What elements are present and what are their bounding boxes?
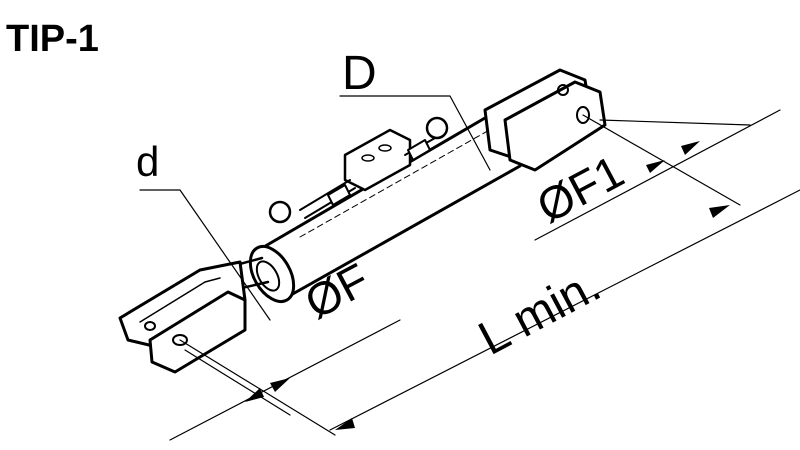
label-rod-diameter: d — [136, 138, 160, 185]
valve-assembly — [268, 116, 449, 224]
extension-lines — [179, 114, 751, 436]
dim-d — [139, 189, 271, 321]
rear-clevis — [483, 68, 607, 172]
cylinder-body — [248, 116, 522, 303]
dim-D — [339, 95, 491, 171]
dim-F1 — [534, 109, 781, 241]
label-cylinder-diameter: D — [342, 47, 377, 100]
front-clevis — [118, 260, 247, 374]
diagram-title: TIP-1 — [6, 18, 99, 60]
dim-L — [329, 189, 800, 431]
